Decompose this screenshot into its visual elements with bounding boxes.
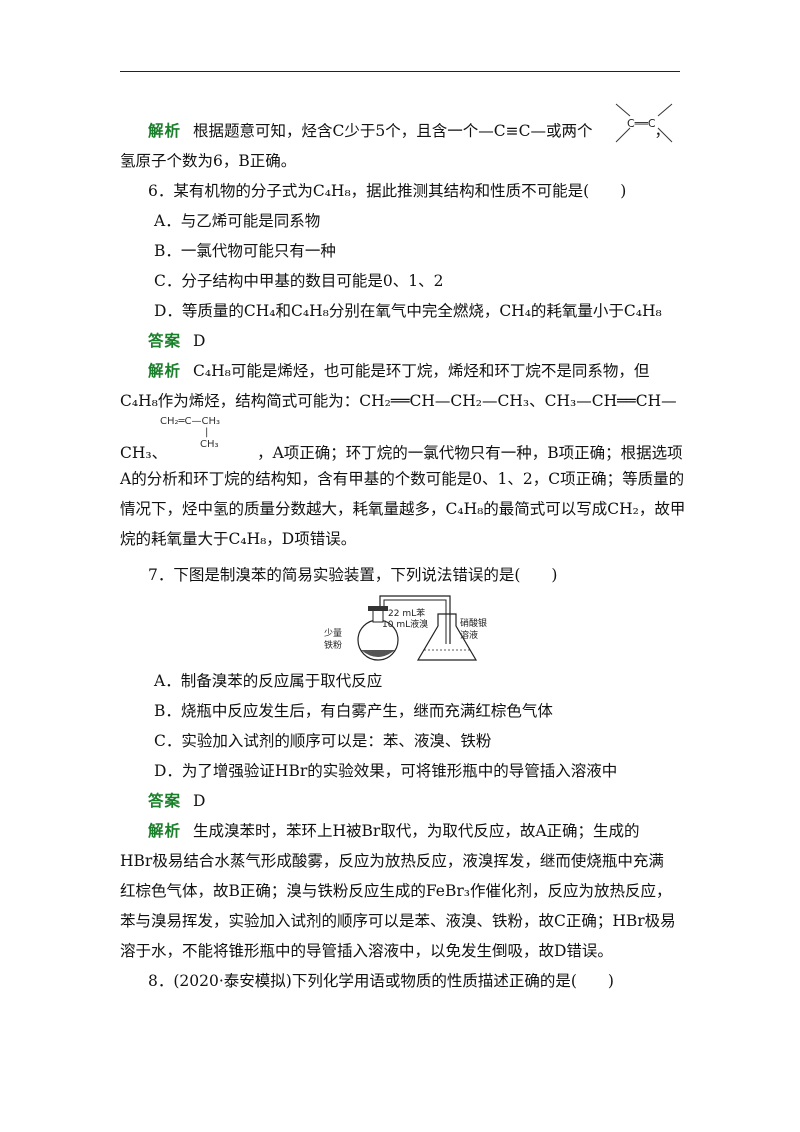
exp-line: HBr极易结合水蒸气形成酸雾，反应为放热反应，液溴挥发，继而使烧瓶中充满: [120, 852, 664, 870]
explanation-tag: 解析: [148, 361, 182, 380]
question-7-options: A．制备溴苯的反应属于取代反应 B．烧瓶中反应发生后，有白雾产生，继而充满红棕色…: [120, 666, 680, 996]
explanation-tag: 解析: [148, 821, 182, 840]
exp-line: 红棕色气体，故B正确；溴与铁粉反应生成的FeBr₃作催化剂，反应为放热反应，: [120, 882, 672, 900]
exp-line: 溶于水，不能将锥形瓶中的导管插入溶液中，以免发生倒吸，故D错误。: [120, 942, 613, 960]
svg-text:溶液: 溶液: [460, 629, 478, 641]
svg-text:10 mL液溴: 10 mL液溴: [382, 618, 428, 630]
exp-line: 烷的耗氧量大于C₄H₈，D项错误。: [120, 530, 357, 548]
exp-line: C₄H₈作为烯烃，结构简式可能为：CH₂══CH—CH₂—CH₃、CH₃—CH═…: [120, 392, 677, 410]
option-a: A．与乙烯可能是同系物: [154, 212, 321, 230]
header-rule: [120, 71, 680, 72]
bromobenzene-apparatus-figure: 22 mL苯 10 mL液溴 少量 铁粉 硝酸银 溶液: [324, 595, 487, 661]
option-c: C．分子结构中甲基的数目可能是0、1、2: [154, 272, 444, 290]
option-b: B．烧瓶中反应发生后，有白雾产生，继而充满红棕色气体: [154, 702, 553, 720]
answer-tag: 答案: [148, 331, 182, 350]
explanation-q5: 解析根据题意可知，烃含C少于5个，且含一个—C≡C—或两个， 氢原子个数为6，B…: [120, 116, 680, 176]
explanation-tag: 解析: [148, 121, 182, 140]
option-d: D．为了增强验证HBr的实验效果，可将锥形瓶中的导管插入溶液中: [154, 762, 618, 780]
isobutylene-structure: CH₂═C—CH₃ | CH₃: [160, 416, 221, 450]
question-7: 7．下图是制溴苯的简易实验装置，下列说法错误的是( ): [120, 560, 680, 590]
svg-text:铁粉: 铁粉: [324, 639, 342, 651]
question-6: 6．某有机物的分子式为C₄H₈，据此推测其结构和性质不可能是( ) A．与乙烯可…: [120, 176, 686, 554]
option-a: A．制备溴苯的反应属于取代反应: [154, 672, 383, 690]
svg-text:C══C: C══C: [627, 117, 656, 130]
cc-structure-icon: C══C: [615, 103, 673, 143]
exp-line: 氢原子个数为6，B正确。: [120, 152, 297, 170]
option-d: D．等质量的CH₄和C₄H₈分别在氧气中完全燃烧，CH₄的耗氧量小于C₄H₈: [154, 302, 662, 320]
option-b: B．一氯代物可能只有一种: [154, 242, 336, 260]
svg-text:少量: 少量: [324, 628, 342, 639]
option-c: C．实验加入试剂的顺序可以是：苯、液溴、铁粉: [154, 732, 492, 750]
exp-line: 解析根据题意可知，烃含C少于5个，且含一个—C≡C—或两个，: [148, 121, 670, 140]
question-stem: 6．某有机物的分子式为C₄H₈，据此推测其结构和性质不可能是( ): [148, 182, 627, 200]
svg-text:硝酸银: 硝酸银: [460, 617, 487, 629]
exp-line: 解析生成溴苯时，苯环上H被Br取代，为取代反应，故A正确；生成的: [148, 821, 640, 840]
exp-line: CH₃、，A项正确；环丁烷的一氯代物只有一种，B项正确；根据选项: [120, 444, 683, 462]
exp-line: 苯与溴易挥发，实验加入试剂的顺序可以是苯、液溴、铁粉，故C正确；HBr极易: [120, 912, 676, 930]
exp-line: A的分析和环丁烷的结构知，含有甲基的个数可能是0、1、2，C项正确；等质量的: [120, 470, 685, 488]
exp-line: 情况下，烃中氢的质量分数越大，耗氧量越多，C₄H₈的最简式可以写成CH₂，故甲: [120, 500, 686, 518]
svg-text:22 mL苯: 22 mL苯: [388, 607, 425, 619]
question-stem: 7．下图是制溴苯的简易实验装置，下列说法错误的是( ): [148, 566, 558, 584]
answer-tag: 答案: [148, 791, 182, 810]
question-8-stem: 8．(2020·泰安模拟)下列化学用语或物质的性质描述正确的是( ): [148, 972, 614, 990]
